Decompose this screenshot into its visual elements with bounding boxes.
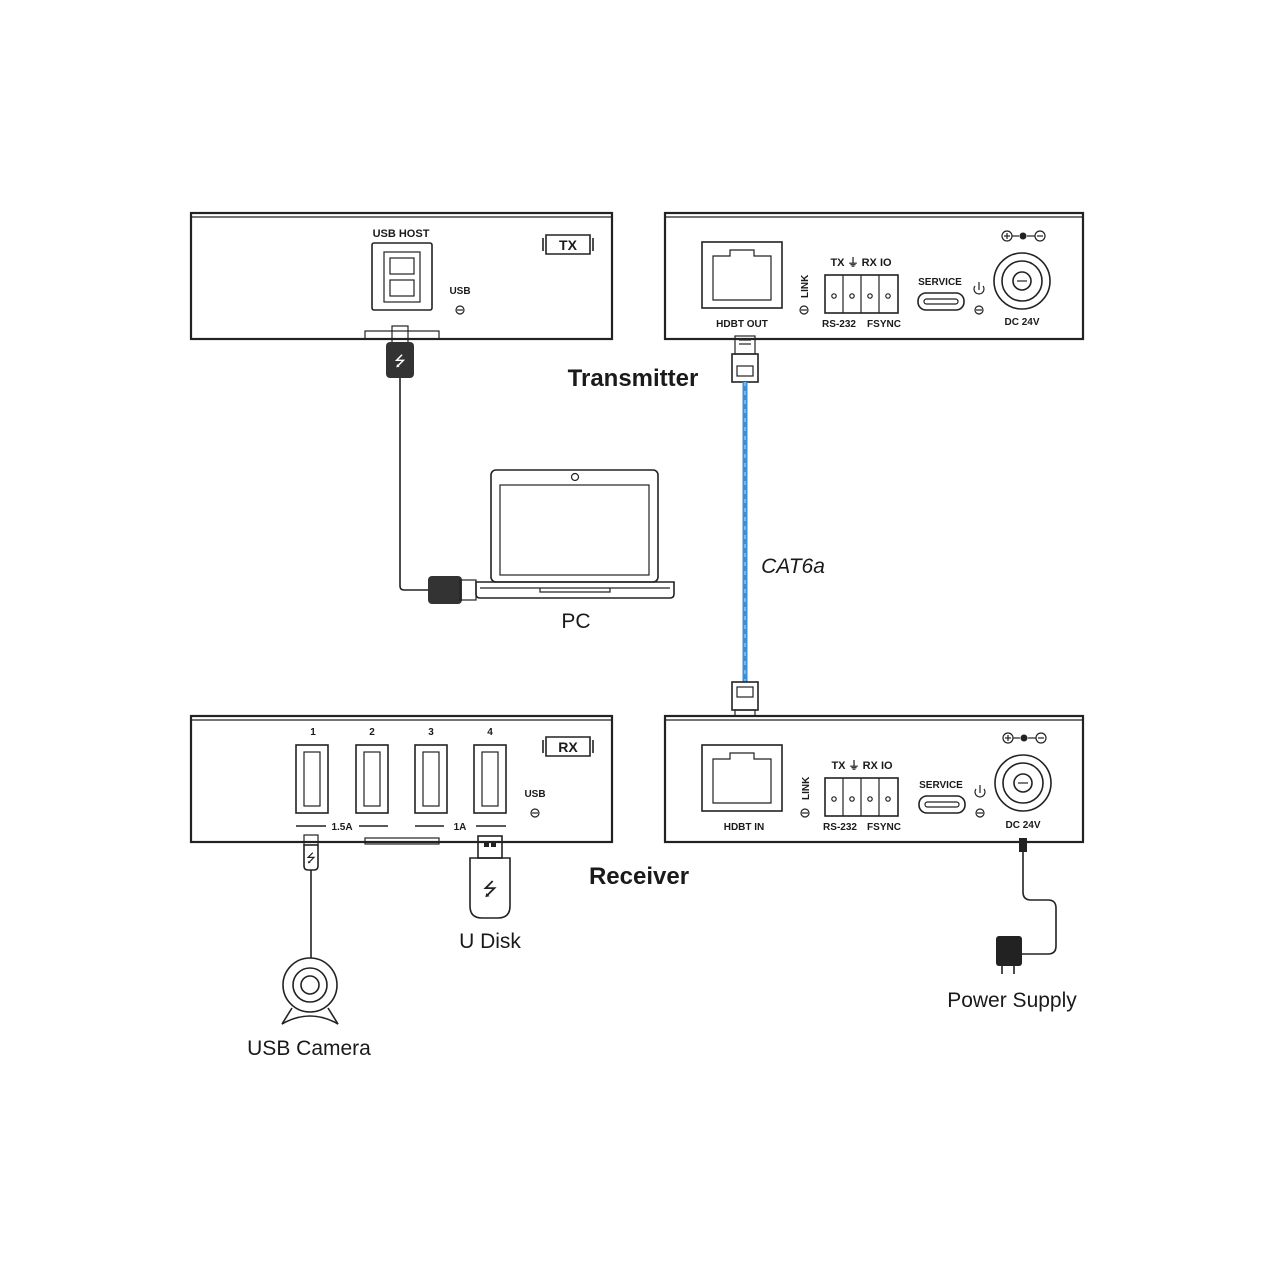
cat6a-cable	[731, 335, 759, 727]
rj45-plug-bottom	[731, 681, 759, 711]
rx-dc-label: DC 24V	[1005, 820, 1040, 831]
tx-dc-label: DC 24V	[1004, 317, 1039, 328]
usb-a-port-1-icon	[295, 744, 329, 814]
tx-serial-top-label: TX ⏚ RX IO	[830, 256, 892, 269]
rx-link-led-icon	[800, 808, 810, 818]
rx-usb-unit: 1 2 3 4 1.5A 1A USB	[189, 714, 614, 845]
link-led-icon	[799, 305, 809, 315]
port-number-4: 4	[487, 727, 493, 738]
rx-dc-power-jack-icon	[994, 754, 1052, 812]
dc-polarity-icon	[1001, 230, 1046, 242]
tx-fsync-label: FSYNC	[867, 319, 901, 330]
rj45-plug-top	[731, 353, 759, 383]
rx-rj45-port-icon	[701, 744, 783, 812]
power-adapter-icon	[996, 936, 1022, 974]
tx-usb-unit-foot	[364, 330, 440, 340]
port-number-1: 1	[310, 727, 316, 738]
rx-usb-led-label: USB	[524, 789, 545, 800]
usb-led-icon	[455, 305, 465, 315]
power-supply-label: Power Supply	[947, 989, 1077, 1012]
usb-symbol-icon: ⭍	[394, 353, 406, 369]
rx-usb-unit-foot	[364, 837, 440, 845]
rx-service-label: SERVICE	[919, 780, 963, 791]
rx-badge: RX	[542, 736, 594, 757]
tx-rs232-label: RS-232	[822, 319, 856, 330]
rx-hdbt-in-label: HDBT IN	[724, 822, 765, 833]
port-number-2: 2	[369, 727, 375, 738]
usb-b-port-icon	[371, 242, 433, 311]
usb-a-plug-tip	[459, 579, 477, 601]
rx-phoenix-connector-icon	[824, 777, 899, 817]
usb-c-service-port-icon	[917, 292, 965, 311]
dc-power-jack-icon	[993, 252, 1051, 310]
rj45-port-icon	[701, 241, 783, 309]
u-disk-label: U Disk	[459, 930, 521, 953]
tx-badge-text: TX	[559, 237, 578, 253]
port-number-3: 3	[428, 727, 434, 738]
tx-usb-unit-body	[189, 211, 614, 341]
receiver-label: Receiver	[589, 863, 689, 890]
tx-service-label: SERVICE	[918, 277, 962, 288]
usb-a-port-2-icon	[355, 744, 389, 814]
current-1a-label: 1A	[454, 822, 467, 833]
usb-camera-icon	[281, 957, 339, 1025]
pc-laptop-icon	[475, 469, 675, 599]
usb-a-plug	[428, 576, 462, 604]
camera-plug-usb-icon: ⭍	[306, 851, 316, 865]
tx-hdbt-unit-body	[663, 211, 1085, 341]
tx-hdbt-unit: HDBT OUT LINK TX ⏚ RX IO RS-232 FSYNC SE…	[663, 211, 1085, 341]
usb-host-label: USB HOST	[373, 228, 430, 240]
usb-a-port-4-icon	[473, 744, 507, 814]
power-led-icon	[973, 282, 985, 315]
u-disk-usb-symbol-icon: ⭍	[483, 879, 498, 899]
u-disk-icon: ⭍	[469, 835, 511, 919]
rx-usb-led-icon	[530, 808, 540, 818]
transmitter-label: Transmitter	[568, 365, 699, 392]
rx-serial-top-label: TX ⏚ RX IO	[831, 759, 893, 772]
rx-usb-c-service-port-icon	[918, 795, 966, 814]
usb-cable-tx-to-pc: ⭍	[386, 325, 477, 604]
tx-link-label: LINK	[800, 274, 811, 298]
rx-link-label: LINK	[801, 776, 812, 800]
usb-b-plug	[386, 342, 414, 378]
rx-usb-unit-body	[189, 714, 614, 844]
usb-a-port-3-icon	[414, 744, 448, 814]
rx-dc-polarity-icon	[1002, 732, 1047, 744]
power-cable	[1019, 838, 1057, 955]
rx-badge-text: RX	[558, 739, 578, 755]
cat6a-label: CAT6a	[761, 555, 825, 578]
pc-label: PC	[561, 610, 590, 633]
rx-hdbt-unit: HDBT IN LINK TX ⏚ RX IO RS-232 FSYNC SER…	[663, 714, 1085, 844]
usb-camera-cable: ⭍	[303, 834, 319, 958]
rx-power-led-icon	[974, 785, 986, 818]
phoenix-connector-icon	[824, 274, 899, 314]
usb-camera-label: USB Camera	[247, 1037, 371, 1060]
tx-usb-led-label: USB	[449, 286, 470, 297]
tx-badge: TX	[542, 234, 594, 255]
tx-usb-unit: USB HOST USB TX	[189, 211, 614, 341]
tx-hdbt-out-label: HDBT OUT	[716, 319, 768, 330]
current-1-5a-label: 1.5A	[331, 822, 352, 833]
rx-fsync-label: FSYNC	[867, 822, 901, 833]
rx-rs232-label: RS-232	[823, 822, 857, 833]
